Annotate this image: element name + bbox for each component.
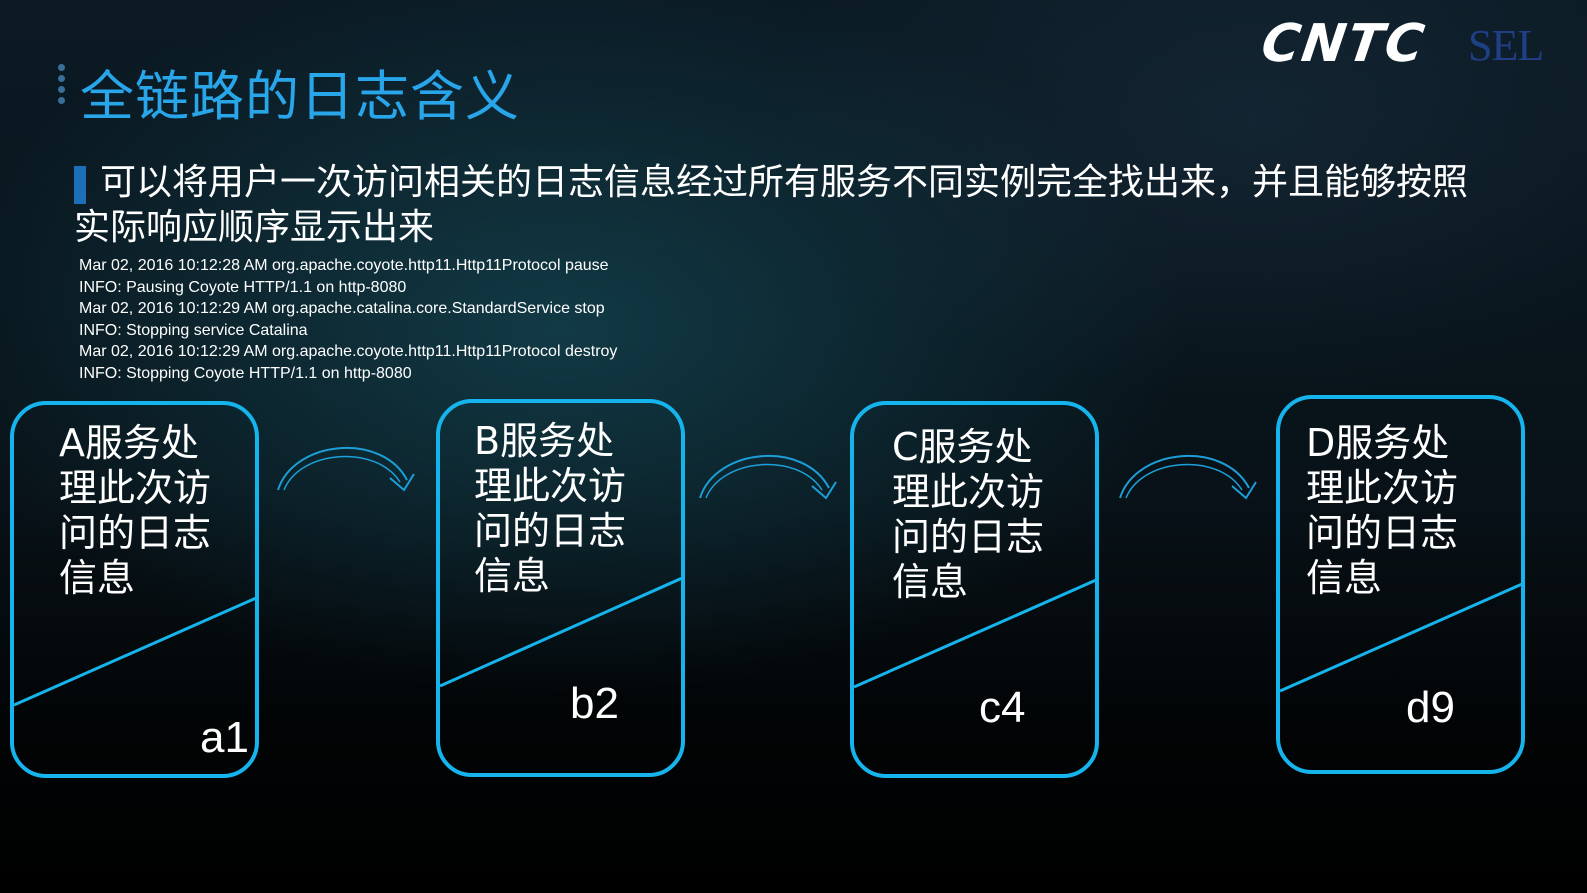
log-line: INFO: Stopping Coyote HTTP/1.1 on http-8… bbox=[79, 364, 412, 382]
log-sample: Mar 02, 2016 10:12:28 AM org.apache.coyo… bbox=[79, 255, 617, 385]
service-box-c: C服务处理此次访问的日志信息 c4 bbox=[850, 401, 1099, 778]
curved-arrow-icon bbox=[699, 455, 837, 500]
curved-arrow-icon bbox=[277, 447, 415, 492]
instance-id: a1 bbox=[200, 713, 249, 762]
logo-sel: SEL bbox=[1468, 21, 1544, 70]
diagonal-divider bbox=[854, 578, 1095, 689]
service-box-a: A服务处理此次访问的日志信息 a1 bbox=[10, 401, 259, 778]
log-line: Mar 02, 2016 10:12:29 AM org.apache.cata… bbox=[79, 300, 605, 318]
log-line: INFO: Stopping service Catalina bbox=[79, 321, 308, 339]
service-box-label: D服务处理此次访问的日志信息 bbox=[1306, 421, 1459, 600]
logo-cntc: CNTC bbox=[1257, 14, 1430, 74]
service-box-d: D服务处理此次访问的日志信息 d9 bbox=[1276, 395, 1525, 774]
service-box-label: A服务处理此次访问的日志信息 bbox=[59, 421, 212, 600]
title-bullet-icon bbox=[58, 64, 66, 108]
service-box-label: C服务处理此次访问的日志信息 bbox=[892, 425, 1045, 604]
curved-arrow-icon bbox=[1119, 455, 1257, 500]
subtitle: 可以将用户一次访问相关的日志信息经过所有服务不同实例完全找出来，并且能够按照实际… bbox=[74, 162, 1469, 248]
diagonal-divider bbox=[440, 576, 681, 688]
service-box-b: B服务处理此次访问的日志信息 b2 bbox=[436, 399, 685, 777]
page-title: 全链路的日志含义 bbox=[80, 65, 520, 128]
logo: CNTC SEL bbox=[1258, 12, 1562, 92]
instance-id: b2 bbox=[570, 679, 619, 728]
log-line: Mar 02, 2016 10:12:29 AM org.apache.coyo… bbox=[79, 343, 618, 361]
instance-id: d9 bbox=[1406, 683, 1455, 732]
log-line: INFO: Pausing Coyote HTTP/1.1 on http-80… bbox=[79, 278, 407, 296]
diagonal-divider bbox=[1280, 582, 1521, 693]
diagonal-divider bbox=[14, 596, 255, 707]
log-line: Mar 02, 2016 10:12:28 AM org.apache.coyo… bbox=[79, 257, 609, 274]
service-box-label: B服务处理此次访问的日志信息 bbox=[474, 419, 627, 598]
instance-id: c4 bbox=[979, 683, 1026, 732]
subtitle-bar bbox=[74, 166, 86, 204]
